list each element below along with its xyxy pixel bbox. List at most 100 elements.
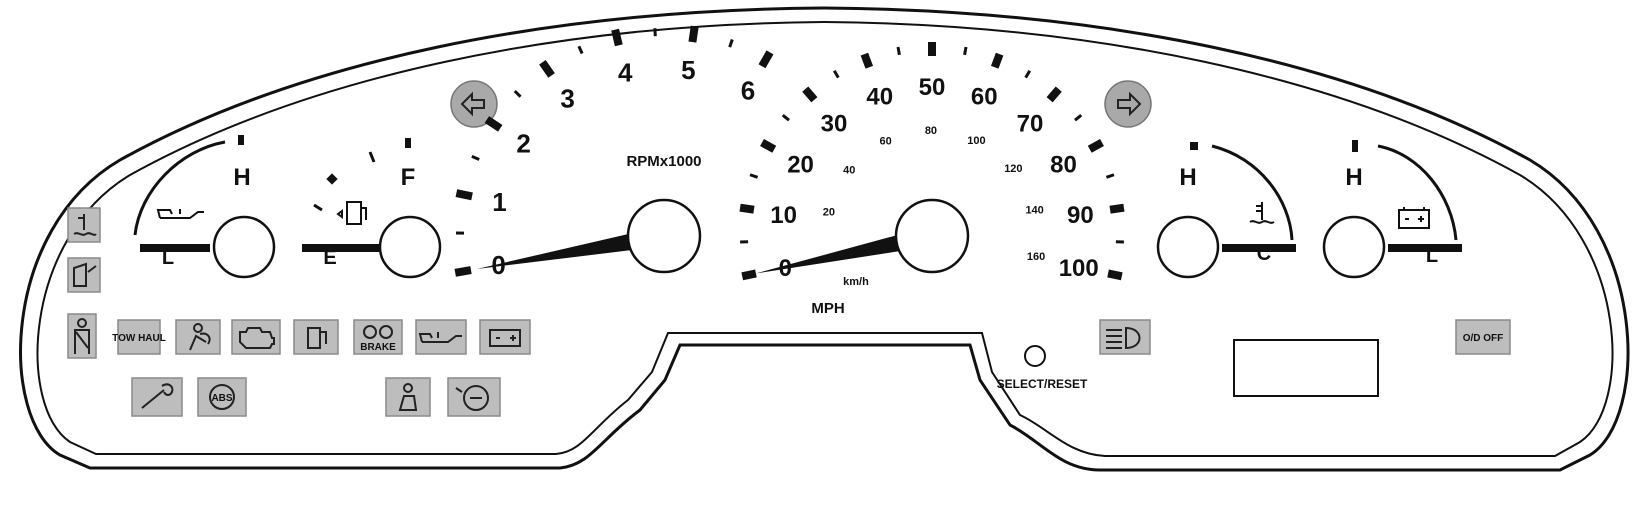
cluster-bezel-inner (36, 20, 1614, 457)
speedometer-mph-label: MPH (811, 300, 844, 317)
speedometer-kmh-tick-label: 140 (1025, 204, 1043, 216)
speedometer-tick (760, 139, 777, 153)
speedometer-tick (832, 69, 840, 79)
tachometer-tick-labels: 0123456 (491, 55, 755, 280)
coolant-temp-icon (1249, 202, 1275, 224)
tachometer-tick (758, 50, 774, 69)
traction-control-icon (455, 385, 489, 411)
tow-haul-label: TOW HAUL (112, 333, 166, 344)
tachometer-hub (626, 198, 702, 274)
wrench-icon (141, 383, 174, 409)
tow-haul-lamp: TOW HAUL (112, 319, 166, 355)
tachometer-tick (539, 60, 555, 78)
speedometer-mph-label: 90 (1067, 202, 1094, 229)
seatbelt-icon (74, 318, 90, 354)
fuel-gauge-low-label: E (323, 247, 336, 269)
select-reset-label: SELECT/RESET (997, 377, 1088, 391)
speedometer-tick (896, 46, 901, 56)
battery-icon (1398, 207, 1430, 229)
abs-label: ABS (211, 393, 232, 404)
battery-gauge-high-label: H (1345, 164, 1362, 191)
tachometer-tick (484, 116, 503, 132)
passenger-airbag-icon (398, 383, 418, 411)
speedometer-mph-label: 100 (1059, 255, 1099, 282)
fuel-pump-icon (336, 201, 367, 225)
fuel-gauge: F E (302, 138, 442, 279)
engine-icon (239, 327, 275, 349)
battery-voltage-gauge: H L (1322, 140, 1462, 279)
speedometer-mph-label: 10 (770, 202, 797, 229)
speedometer-mph-label: 30 (821, 110, 848, 137)
door-ajar-lamp (67, 257, 101, 293)
speedometer-kmh-tick-label: 80 (925, 125, 937, 137)
right-turn-signal-icon (1104, 80, 1152, 128)
tachometer-tick (513, 90, 522, 98)
airbag-warning-lamp (175, 319, 221, 355)
brake-icon (363, 325, 393, 339)
speedometer-kmh-tick-label: 60 (880, 136, 892, 148)
tachometer-tick-label: 2 (516, 129, 530, 159)
charging-system-lamp (479, 319, 531, 355)
left-turn-signal-icon (450, 80, 498, 128)
speedometer-mph-label: 50 (919, 74, 946, 101)
od-off-label: O/D OFF (1463, 333, 1504, 344)
fuel-gauge-high-label: F (401, 164, 416, 191)
speedometer-needle (755, 226, 935, 274)
coolant-temperature-gauge: H C (1156, 142, 1296, 279)
speedometer-tick (1105, 173, 1115, 179)
brake-warning-lamp: BRAKE (353, 319, 403, 355)
tachometer-tick-label: 3 (560, 83, 574, 113)
oil-temperature-gauge: H L (133, 135, 276, 279)
coolant-gauge-high-label: H (1179, 164, 1196, 191)
speedometer-kmh-tick-label: 100 (967, 135, 985, 147)
brake-label: BRAKE (360, 342, 396, 353)
overdrive-off-lamp: O/D OFF (1455, 319, 1511, 355)
speedometer-hub (894, 198, 970, 274)
select-reset-button[interactable] (1024, 345, 1046, 367)
high-beam-icon (1106, 326, 1141, 350)
odometer-display (1233, 339, 1379, 397)
tachometer-tick (728, 39, 734, 48)
tachometer-tick (454, 266, 472, 277)
tachometer: 0123456 RPMx1000 (454, 25, 774, 280)
traction-control-lamp (447, 377, 501, 417)
oil-pressure-lamp (415, 319, 467, 355)
cluster-bezel-outer (19, 6, 1630, 472)
speedometer-mph-label: 60 (971, 83, 998, 110)
speedometer-tick (741, 269, 757, 281)
fuel-pump-icon (307, 327, 327, 349)
speedometer-mph-tick-marks (739, 42, 1125, 281)
passenger-airbag-lamp (385, 377, 431, 417)
tachometer-tick-marks (454, 25, 774, 277)
tachometer-needle (476, 226, 666, 269)
speedometer-tick (802, 86, 818, 103)
low-fuel-lamp (293, 319, 339, 355)
coolant-warning-lamp (67, 207, 101, 243)
speedometer-mph-label: 70 (1017, 110, 1044, 137)
speedometer-tick (1024, 69, 1032, 79)
tachometer-tick (688, 25, 699, 43)
speedometer-tick (739, 203, 755, 214)
tachometer-tick (611, 28, 623, 47)
service-wrench-lamp (131, 377, 183, 417)
speedometer-tick (860, 52, 874, 69)
oil-gauge-high-label: H (233, 164, 250, 191)
speedometer-tick (781, 114, 790, 122)
door-ajar-icon (73, 262, 97, 287)
speedometer-tick (749, 173, 759, 179)
check-engine-lamp (231, 319, 281, 355)
speedometer-kmh-tick-label: 120 (1004, 163, 1022, 175)
speedometer-kmh-label: km/h (843, 276, 869, 288)
seatbelt-warning-lamp (67, 313, 97, 359)
speedometer-kmh-tick-label: 20 (823, 207, 835, 219)
battery-icon (489, 329, 521, 347)
oil-can-icon (156, 209, 204, 219)
tachometer-label: RPMx1000 (626, 153, 701, 170)
speedometer-tick (990, 52, 1004, 69)
speedometer-mph-label: 40 (866, 83, 893, 110)
speedometer-mph-label: 80 (1050, 152, 1077, 179)
speedometer-tick (1109, 203, 1125, 214)
tachometer-tick-label: 6 (741, 76, 755, 106)
